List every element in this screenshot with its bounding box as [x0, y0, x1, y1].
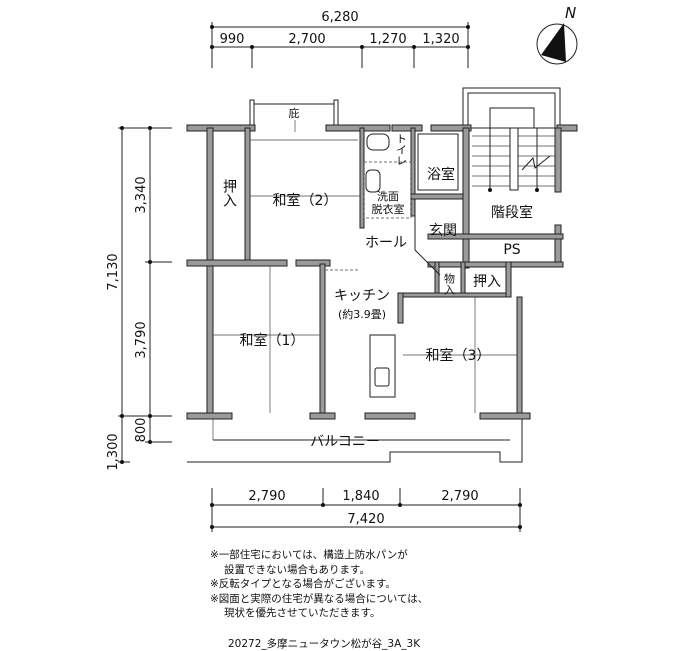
- bathtub-icon: [417, 133, 459, 191]
- label-closet-left: 押入: [221, 179, 237, 207]
- label-washitsu-1: 和室（1）: [240, 332, 305, 349]
- dim-bottom-total: 7,420: [347, 512, 384, 527]
- dim-top-segment: 1,320: [422, 32, 459, 47]
- label-storage: 物入: [443, 272, 456, 295]
- label-balcony: バルコニー: [310, 434, 380, 450]
- dim-left-segment: 3,790: [134, 321, 149, 358]
- note-line: 設置できない場合もあります。: [224, 563, 370, 576]
- dim-left-balcony: 1,300: [106, 433, 121, 470]
- bottom-dimensions: 2,790 1,840 2,790 7,420: [210, 488, 522, 532]
- note-line: 現状を優先させていただきます。: [224, 607, 381, 619]
- balcony-outline: [187, 419, 523, 463]
- label-washroom-1: 洗面: [377, 190, 399, 203]
- label-bath: 浴室: [427, 166, 455, 183]
- label-washitsu-3: 和室（3）: [426, 347, 491, 364]
- left-dimensions: 7,130 3,340 3,790 800 1,300: [106, 126, 172, 471]
- footer-caption: 20272_多摩ニュータウン松が谷_3A_3K: [228, 638, 421, 650]
- label-stairs: 階段室: [491, 204, 533, 221]
- label-entrance: 玄関: [429, 222, 457, 239]
- dim-top-segment: 1,270: [369, 32, 406, 47]
- sink-icon: [365, 169, 381, 193]
- label-washitsu-2: 和室（2）: [273, 192, 338, 209]
- compass-label: N: [565, 4, 576, 22]
- walls: [186, 124, 578, 420]
- note-line: ※反転タイプとなる場合がございます。: [210, 578, 396, 590]
- label-ps: PS: [503, 242, 520, 258]
- label-canopy: 庇: [289, 106, 300, 120]
- dim-bottom-segment: 2,790: [441, 489, 478, 504]
- kitchen-counter: [369, 334, 396, 398]
- label-kitchen: キッチン: [334, 288, 390, 304]
- dim-bottom-segment: 1,840: [342, 489, 379, 504]
- north-compass-icon: N: [536, 4, 578, 65]
- dim-top-segment: 2,700: [288, 32, 325, 47]
- note-line: ※図面と実際の住宅が異なる場合については、: [210, 592, 429, 605]
- label-hall: ホール: [365, 235, 407, 251]
- dim-left-segment: 800: [134, 418, 149, 443]
- note-line: ※一部住宅においては、構造上防水パンが: [210, 549, 408, 561]
- label-kitchen-size: (約3.9畳): [338, 307, 386, 321]
- dim-left-segment: 3,340: [134, 176, 149, 213]
- dim-top-total: 6,280: [321, 10, 358, 25]
- fixtures: [213, 133, 517, 413]
- dim-top-segment: 990: [220, 32, 245, 47]
- label-washroom-2: 脱衣室: [372, 202, 405, 216]
- label-toilet: トイレ: [395, 133, 408, 166]
- top-dimensions: 6,280 990 2,700 1,270 1,320: [210, 10, 470, 68]
- kitchen-sink-icon: [374, 367, 390, 387]
- room-labels: 庇 押入 和室（2） トイレ 浴室 洗面 脱衣室 階段室 玄関 ホール PS 物…: [221, 106, 533, 450]
- stairwell: [462, 87, 561, 192]
- label-closet-right: 押入: [473, 274, 501, 290]
- notes: ※一部住宅においては、構造上防水パンが 設置できない場合もあります。 ※反転タイ…: [210, 548, 428, 621]
- dim-left-total: 7,130: [106, 253, 121, 290]
- toilet-icon: [366, 133, 390, 151]
- dim-bottom-segment: 2,790: [248, 489, 285, 504]
